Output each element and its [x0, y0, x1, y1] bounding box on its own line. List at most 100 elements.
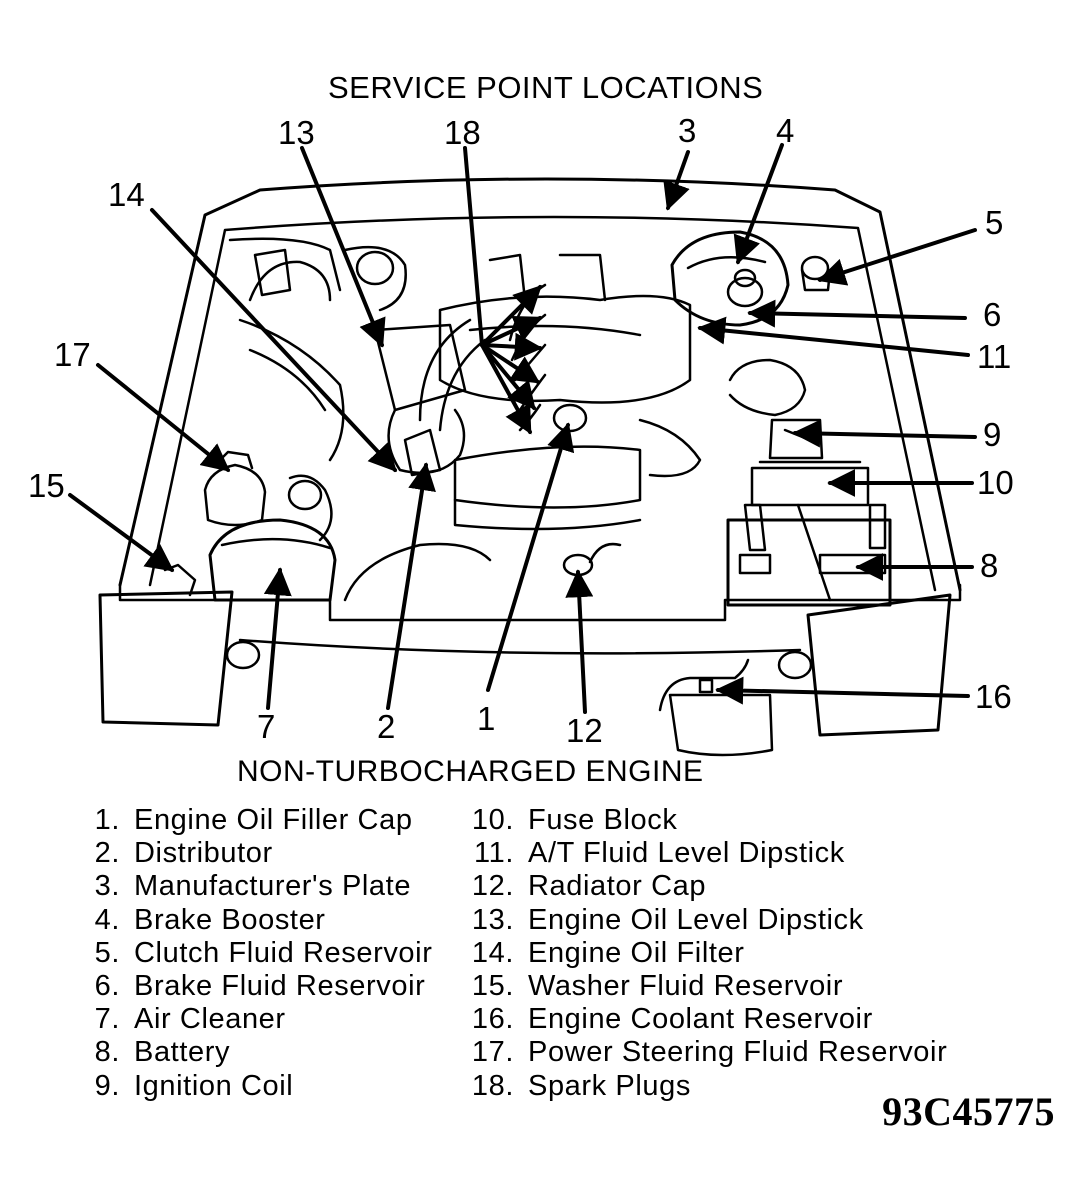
callout-12: 12	[566, 712, 603, 749]
callout-17: 17	[54, 336, 91, 373]
legend-item: 17. Power Steering Fluid Reservoir	[462, 1036, 947, 1069]
leader-18-b	[480, 285, 542, 347]
callout-18: 18	[444, 114, 481, 151]
leader-3	[663, 150, 690, 211]
leader-1	[486, 422, 575, 692]
callout-2: 2	[377, 708, 395, 745]
legend-item: 2. Distributor	[80, 837, 432, 870]
leader-14	[150, 208, 397, 473]
legend-number: 17.	[471, 1036, 514, 1069]
legend-label: Power Steering Fluid Reservoir	[528, 1036, 948, 1069]
legend-number: 16.	[471, 1003, 514, 1036]
callout-numbers: 3 4 13 18 14 5 6 11 17 9 10 15 8 16 7 2 …	[28, 112, 1014, 749]
engine-illustration	[98, 177, 962, 757]
legend-label: Engine Oil Filler Cap	[134, 804, 413, 836]
legend-label: Battery	[134, 1036, 231, 1069]
legend-number: 2.	[94, 837, 120, 870]
leader-18-f	[480, 343, 536, 411]
legend-label: Air Cleaner	[134, 1003, 286, 1036]
leader-4	[733, 143, 784, 265]
diagram-title: SERVICE POINT LOCATIONS	[328, 70, 764, 105]
legend-label: Brake Booster	[134, 903, 326, 936]
leader-18-e	[480, 343, 541, 384]
legend-number: 11.	[474, 837, 514, 870]
legend-item: 14. Engine Oil Filter	[462, 937, 947, 970]
callout-11: 11	[977, 338, 1011, 375]
legend-label: Distributor	[134, 837, 273, 870]
legend-number: 12.	[471, 870, 514, 903]
legend-label: Clutch Fluid Reservoir	[134, 936, 433, 969]
callout-7: 7	[257, 708, 275, 745]
legend-label: Spark Plugs	[528, 1069, 691, 1102]
legend-number: 7.	[94, 1003, 120, 1036]
leader-lines	[68, 143, 977, 714]
figure-code: 93C45775	[882, 1089, 1055, 1134]
legend-label: Radiator Cap	[528, 870, 707, 903]
legend-number: 14.	[471, 936, 514, 969]
legend-label: Engine Coolant Reservoir	[528, 1003, 873, 1036]
legend-item: 8. Battery	[80, 1036, 432, 1069]
callout-10: 10	[977, 464, 1014, 501]
legend-label: Engine Oil Level Dipstick	[528, 903, 864, 936]
legend-item: 16. Engine Coolant Reservoir	[462, 1003, 947, 1036]
legend-number: 4.	[94, 903, 120, 936]
callout-16: 16	[975, 678, 1012, 715]
legend-item: 7. Air Cleaner	[80, 1003, 432, 1036]
legend-right-column: 10. Fuse Block 11. A/T Fluid Level Dipstic…	[462, 804, 947, 1103]
leader-17	[96, 363, 231, 472]
legend-number: 3.	[94, 870, 120, 903]
callout-13: 13	[278, 114, 315, 151]
legend-number: 6.	[94, 970, 120, 1003]
legend-label: Brake Fluid Reservoir	[134, 970, 426, 1003]
leader-18-c	[480, 315, 543, 347]
leader-5	[817, 228, 977, 286]
callout-6: 6	[983, 296, 1001, 333]
leader-13	[300, 146, 386, 348]
legend-number: 5.	[94, 936, 120, 969]
callout-5: 5	[985, 204, 1003, 241]
leader-9	[792, 419, 977, 448]
callout-1: 1	[477, 700, 495, 737]
legend-item: 6. Brake Fluid Reservoir	[80, 970, 432, 1003]
leader-18-a	[463, 146, 484, 347]
legend-item: 11. A/T Fluid Level Dipstick	[462, 837, 947, 870]
legend-number: 9.	[94, 1069, 120, 1102]
legend-number: 8.	[94, 1036, 120, 1069]
legend-item: 9. Ignition Coil	[80, 1070, 432, 1103]
legend-item: 3. Manufacturer's Plate	[80, 870, 432, 903]
callout-14: 14	[108, 176, 145, 213]
leader-2	[386, 462, 436, 710]
legend-item: 10. Fuse Block	[462, 804, 947, 837]
leader-15	[68, 493, 175, 572]
callout-3: 3	[678, 112, 696, 149]
legend-label: Manufacturer's Plate	[134, 870, 412, 903]
legend-number: 1.	[94, 804, 120, 836]
leader-18-d	[480, 332, 543, 361]
leader-11	[697, 316, 970, 357]
legend-left-column: 1. Engine Oil Filler Cap 2. Distributor 3.…	[80, 804, 432, 1103]
legend-number: 10.	[471, 804, 514, 836]
legend-item: 4. Brake Booster	[80, 904, 432, 937]
legend-label: Fuse Block	[528, 804, 678, 836]
legend-label: A/T Fluid Level Dipstick	[528, 837, 845, 870]
callout-4: 4	[776, 112, 794, 149]
leader-18-g	[480, 343, 532, 435]
legend-item: 5. Clutch Fluid Reservoir	[80, 937, 432, 970]
leader-6	[747, 299, 967, 328]
legend-number: 15.	[471, 970, 514, 1003]
leader-7	[263, 567, 292, 710]
leader-12	[565, 569, 594, 714]
legend-item: 12. Radiator Cap	[462, 870, 947, 903]
callout-9: 9	[983, 416, 1001, 453]
legend-label: Engine Oil Filter	[528, 936, 745, 969]
legend-item: 1. Engine Oil Filler Cap	[80, 804, 432, 837]
legend-label: Washer Fluid Reservoir	[528, 970, 844, 1003]
legend-label: Ignition Coil	[134, 1069, 294, 1102]
legend-item: 18.Spark Plugs	[462, 1070, 947, 1103]
callout-8: 8	[980, 547, 998, 584]
diagram-subtitle: NON-TURBOCHARGED ENGINE	[237, 755, 704, 788]
legend-item: 13.Engine Oil Level Dipstick	[462, 904, 947, 937]
callout-15: 15	[28, 467, 65, 504]
legend-item: 15. Washer Fluid Reservoir	[462, 970, 947, 1003]
